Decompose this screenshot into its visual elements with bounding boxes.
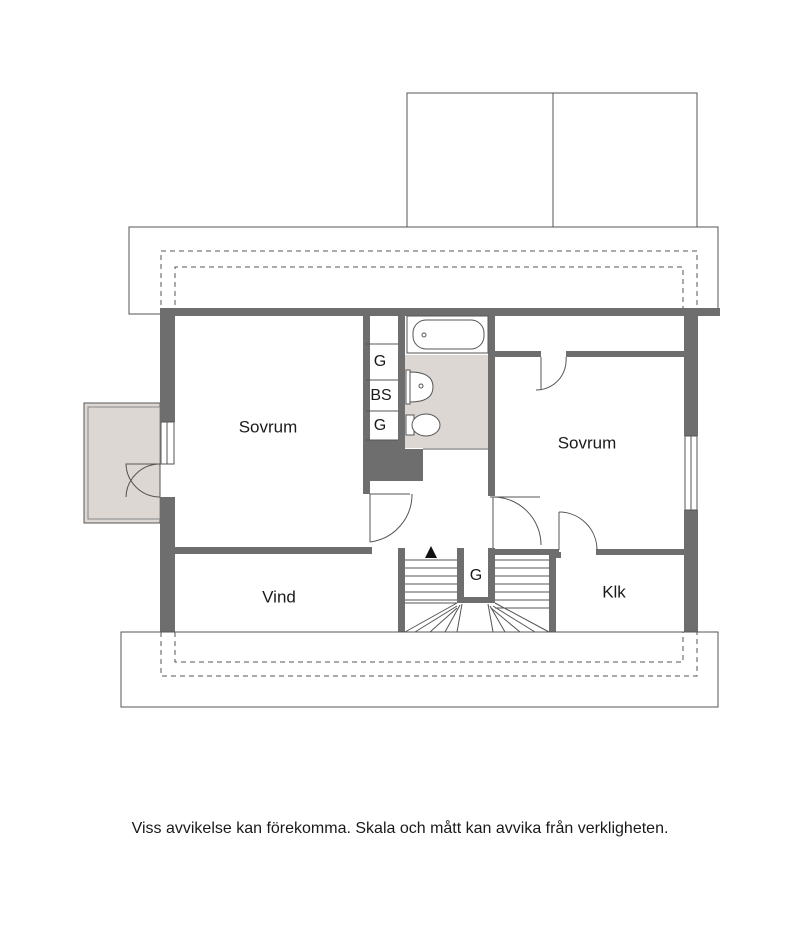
bathtub — [406, 315, 489, 354]
disclaimer-text: Viss avvikelse kan förekomma. Skala och … — [131, 820, 669, 837]
dormer-outline — [406, 92, 698, 229]
window-left — [160, 421, 175, 465]
wardrobe-partitions — [366, 343, 398, 441]
walls — [160, 308, 720, 634]
toilet-icon — [405, 413, 441, 437]
room-label-bedroom-right: Sovrum — [558, 433, 617, 452]
wardrobe-label-bottom: G — [374, 417, 386, 434]
sink-icon — [405, 369, 434, 405]
balcony — [83, 402, 161, 524]
room-label-attic: Vind — [262, 587, 296, 606]
doors — [125, 356, 598, 551]
staircase-right — [487, 559, 550, 633]
room-label-bedroom-left: Sovrum — [239, 417, 298, 436]
wardrobe-label-top: G — [374, 353, 386, 370]
roof-eave-bottom — [120, 631, 719, 708]
window-right — [684, 435, 698, 511]
linen-closet-label: BS — [370, 387, 391, 404]
stair-direction-arrow-icon — [425, 546, 437, 558]
room-label-closet: Klk — [602, 582, 626, 601]
roof-eave-top — [128, 226, 719, 315]
stair-wardrobe-label: G — [470, 567, 482, 584]
staircase-left — [404, 559, 463, 633]
